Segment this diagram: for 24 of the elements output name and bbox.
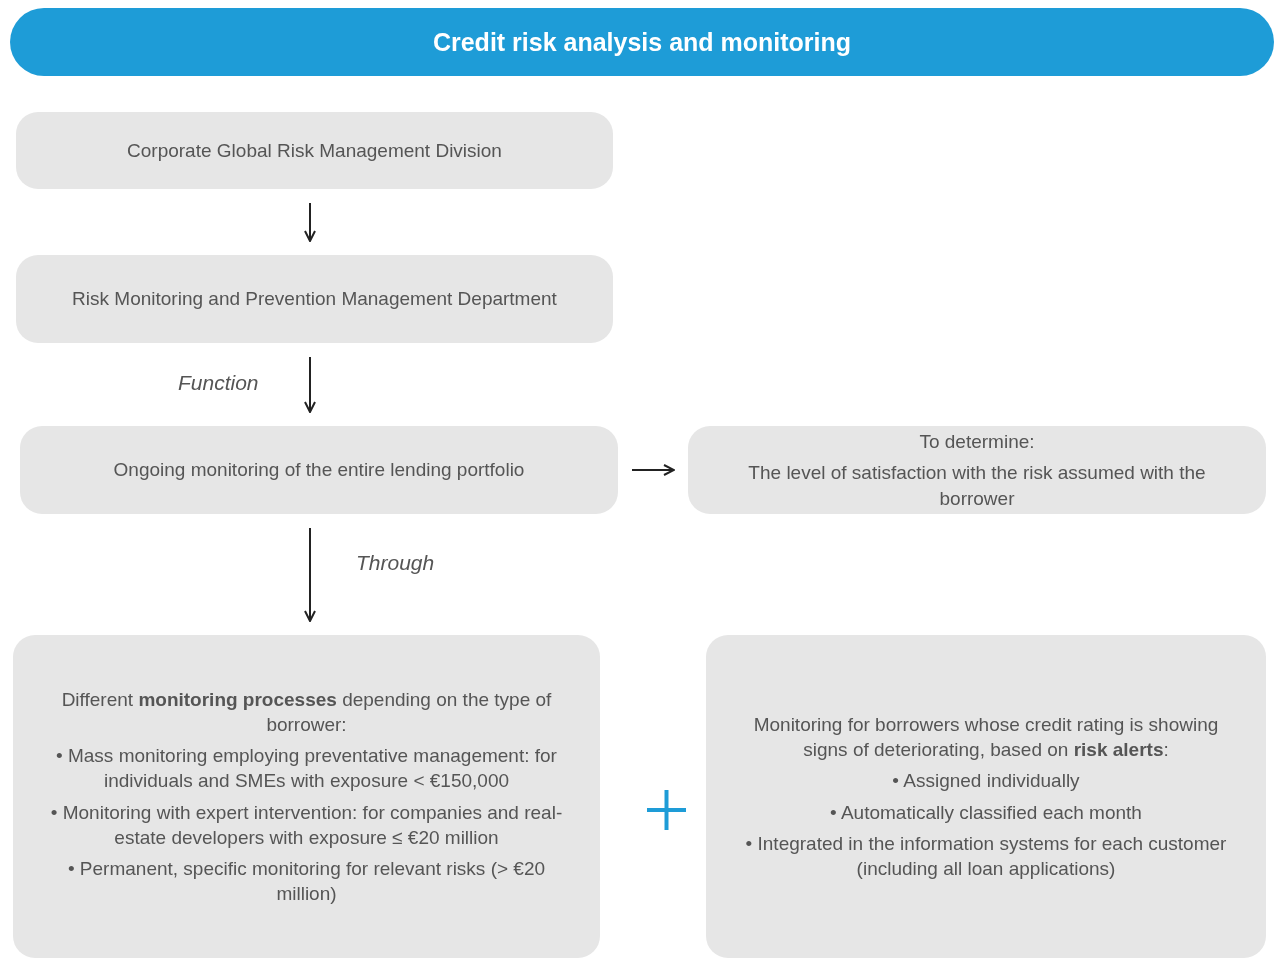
process-box [20,426,618,514]
process-box [16,112,613,189]
box-text: Different monitoring processes depending on the type of borrower: [60,688,553,738]
arrow [631,464,675,476]
box-text: Ongoing monitoring of the entire lending portfolio [113,458,525,483]
arrow [304,202,316,242]
box-text: • Mass monitoring employing preventative management: for individuals and SMEs with exposure < €150,000 [55,744,558,794]
box-text: Risk Monitoring and Prevention Management Department [72,287,557,312]
process-box [16,255,613,343]
arrow [304,356,316,413]
box-text: • Assigned individually [892,769,1080,794]
box-text: • Automatically classified each month [830,800,1142,825]
box-text: The level of satisfaction with the risk assumed with the borrower [747,461,1207,511]
box-text: • Integrated in the information systems for each customer (including all loan applications) [744,831,1228,881]
process-box [688,426,1266,514]
arrow [304,527,316,622]
box-text: To determine: [919,430,1035,455]
box-text: Monitoring for borrowers whose credit rating is showing signs of deteriorating, based on risk alerts: [752,713,1220,763]
title-banner: Credit risk analysis and monitoring [10,8,1274,76]
box-text: Corporate Global Risk Management Division [127,138,502,163]
box-text: • Monitoring with expert intervention: for companies and real-estate developers with exposure ≤ €20 million [49,800,564,850]
process-box [13,635,600,958]
process-box [706,635,1266,958]
box-text: • Permanent, specific monitoring for relevant risks (> €20 million) [66,856,547,906]
